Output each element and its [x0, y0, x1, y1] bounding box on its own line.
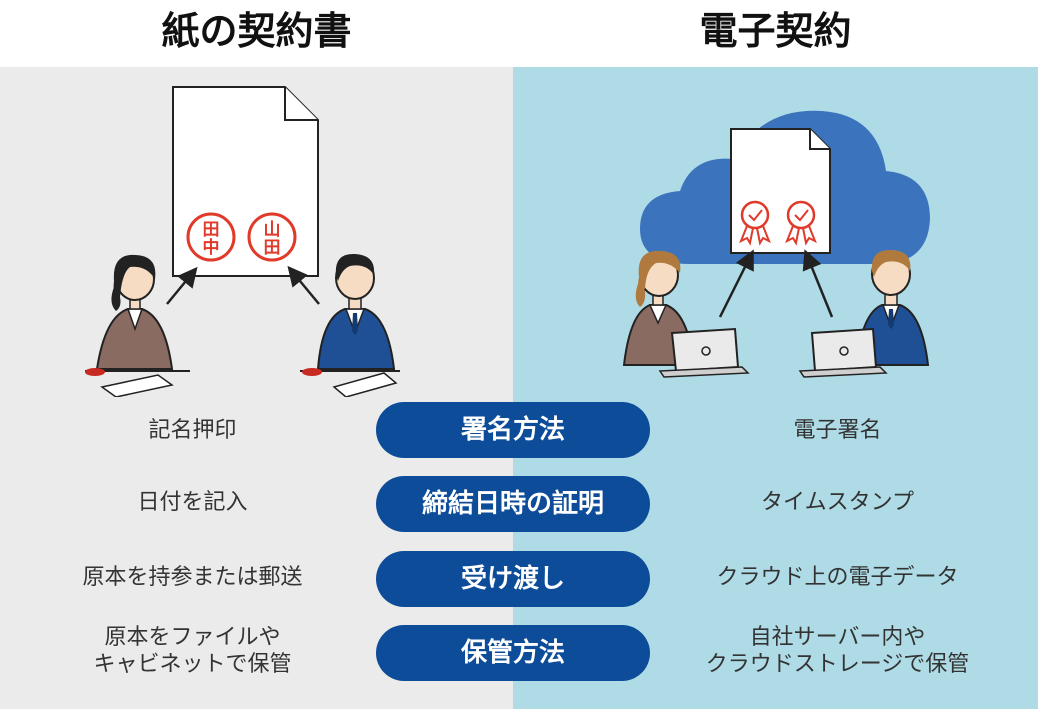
category-label: 受け渡し	[376, 551, 650, 607]
paper-value-line: 原本を持参または郵送	[82, 565, 303, 590]
category-label: 署名方法	[376, 402, 650, 458]
row-delivery: 原本を持参または郵送 受け渡し クラウド上の電子データ	[0, 551, 1038, 609]
digital-value-line: 自社サーバー内や	[749, 625, 926, 650]
paper-document-icon	[172, 86, 319, 277]
digital-document-icon	[730, 128, 831, 254]
laptop-icon	[798, 327, 888, 378]
certificate-ribbon-icon	[739, 200, 771, 246]
arrow-icon	[166, 266, 198, 305]
digital-value: タイムスタンプ	[665, 489, 1010, 516]
digital-value-line: クラウド上の電子データ	[716, 565, 959, 590]
stamp-2-text: 山田	[264, 220, 281, 258]
paper-value: 原本を持参または郵送	[25, 564, 360, 591]
paper-value-line: 記名押印	[148, 418, 237, 443]
paper-value-line: 日付を記入	[137, 490, 248, 515]
paper-value: 日付を記入	[25, 489, 360, 516]
arrow-icon	[718, 249, 754, 318]
electronic-contract-title: 電子契約	[699, 9, 852, 53]
arrow-icon	[287, 265, 320, 305]
paper-contract-title: 紙の契約書	[161, 9, 352, 53]
stamp-1-text: 田中	[203, 220, 220, 258]
digital-value-line: 電子署名	[793, 418, 882, 443]
paper-value: 原本をファイルや キャビネットで保管	[25, 624, 360, 678]
category-label: 締結日時の証明	[376, 476, 650, 532]
digital-value-line: タイムスタンプ	[761, 490, 914, 515]
paper-value-line: キャビネットで保管	[93, 652, 292, 677]
paper-value: 記名押印	[25, 417, 360, 444]
row-signature-method: 記名押印 署名方法 電子署名	[0, 402, 1038, 460]
person-icon	[95, 254, 174, 370]
digital-value: 電子署名	[665, 417, 1010, 444]
certificate-ribbon-icon	[785, 200, 817, 246]
row-storage-method: 原本をファイルや キャビネットで保管 保管方法 自社サーバー内や クラウドストレ…	[0, 625, 1038, 683]
arrow-icon	[802, 249, 834, 318]
category-label: 保管方法	[376, 625, 650, 681]
person-icon	[316, 253, 396, 370]
stamp-icon: 田中	[186, 212, 236, 262]
digital-value-line: クラウドストレージで保管	[705, 652, 970, 677]
digital-value: 自社サーバー内や クラウドストレージで保管	[665, 624, 1010, 678]
digital-value: クラウド上の電子データ	[665, 564, 1010, 591]
illustration: 田中 山田	[85, 86, 930, 397]
paper-value-line: 原本をファイルや	[104, 625, 281, 650]
laptop-icon	[658, 327, 750, 378]
row-timestamp-proof: 日付を記入 締結日時の証明 タイムスタンプ	[0, 476, 1038, 534]
stamp-icon: 山田	[247, 212, 297, 262]
